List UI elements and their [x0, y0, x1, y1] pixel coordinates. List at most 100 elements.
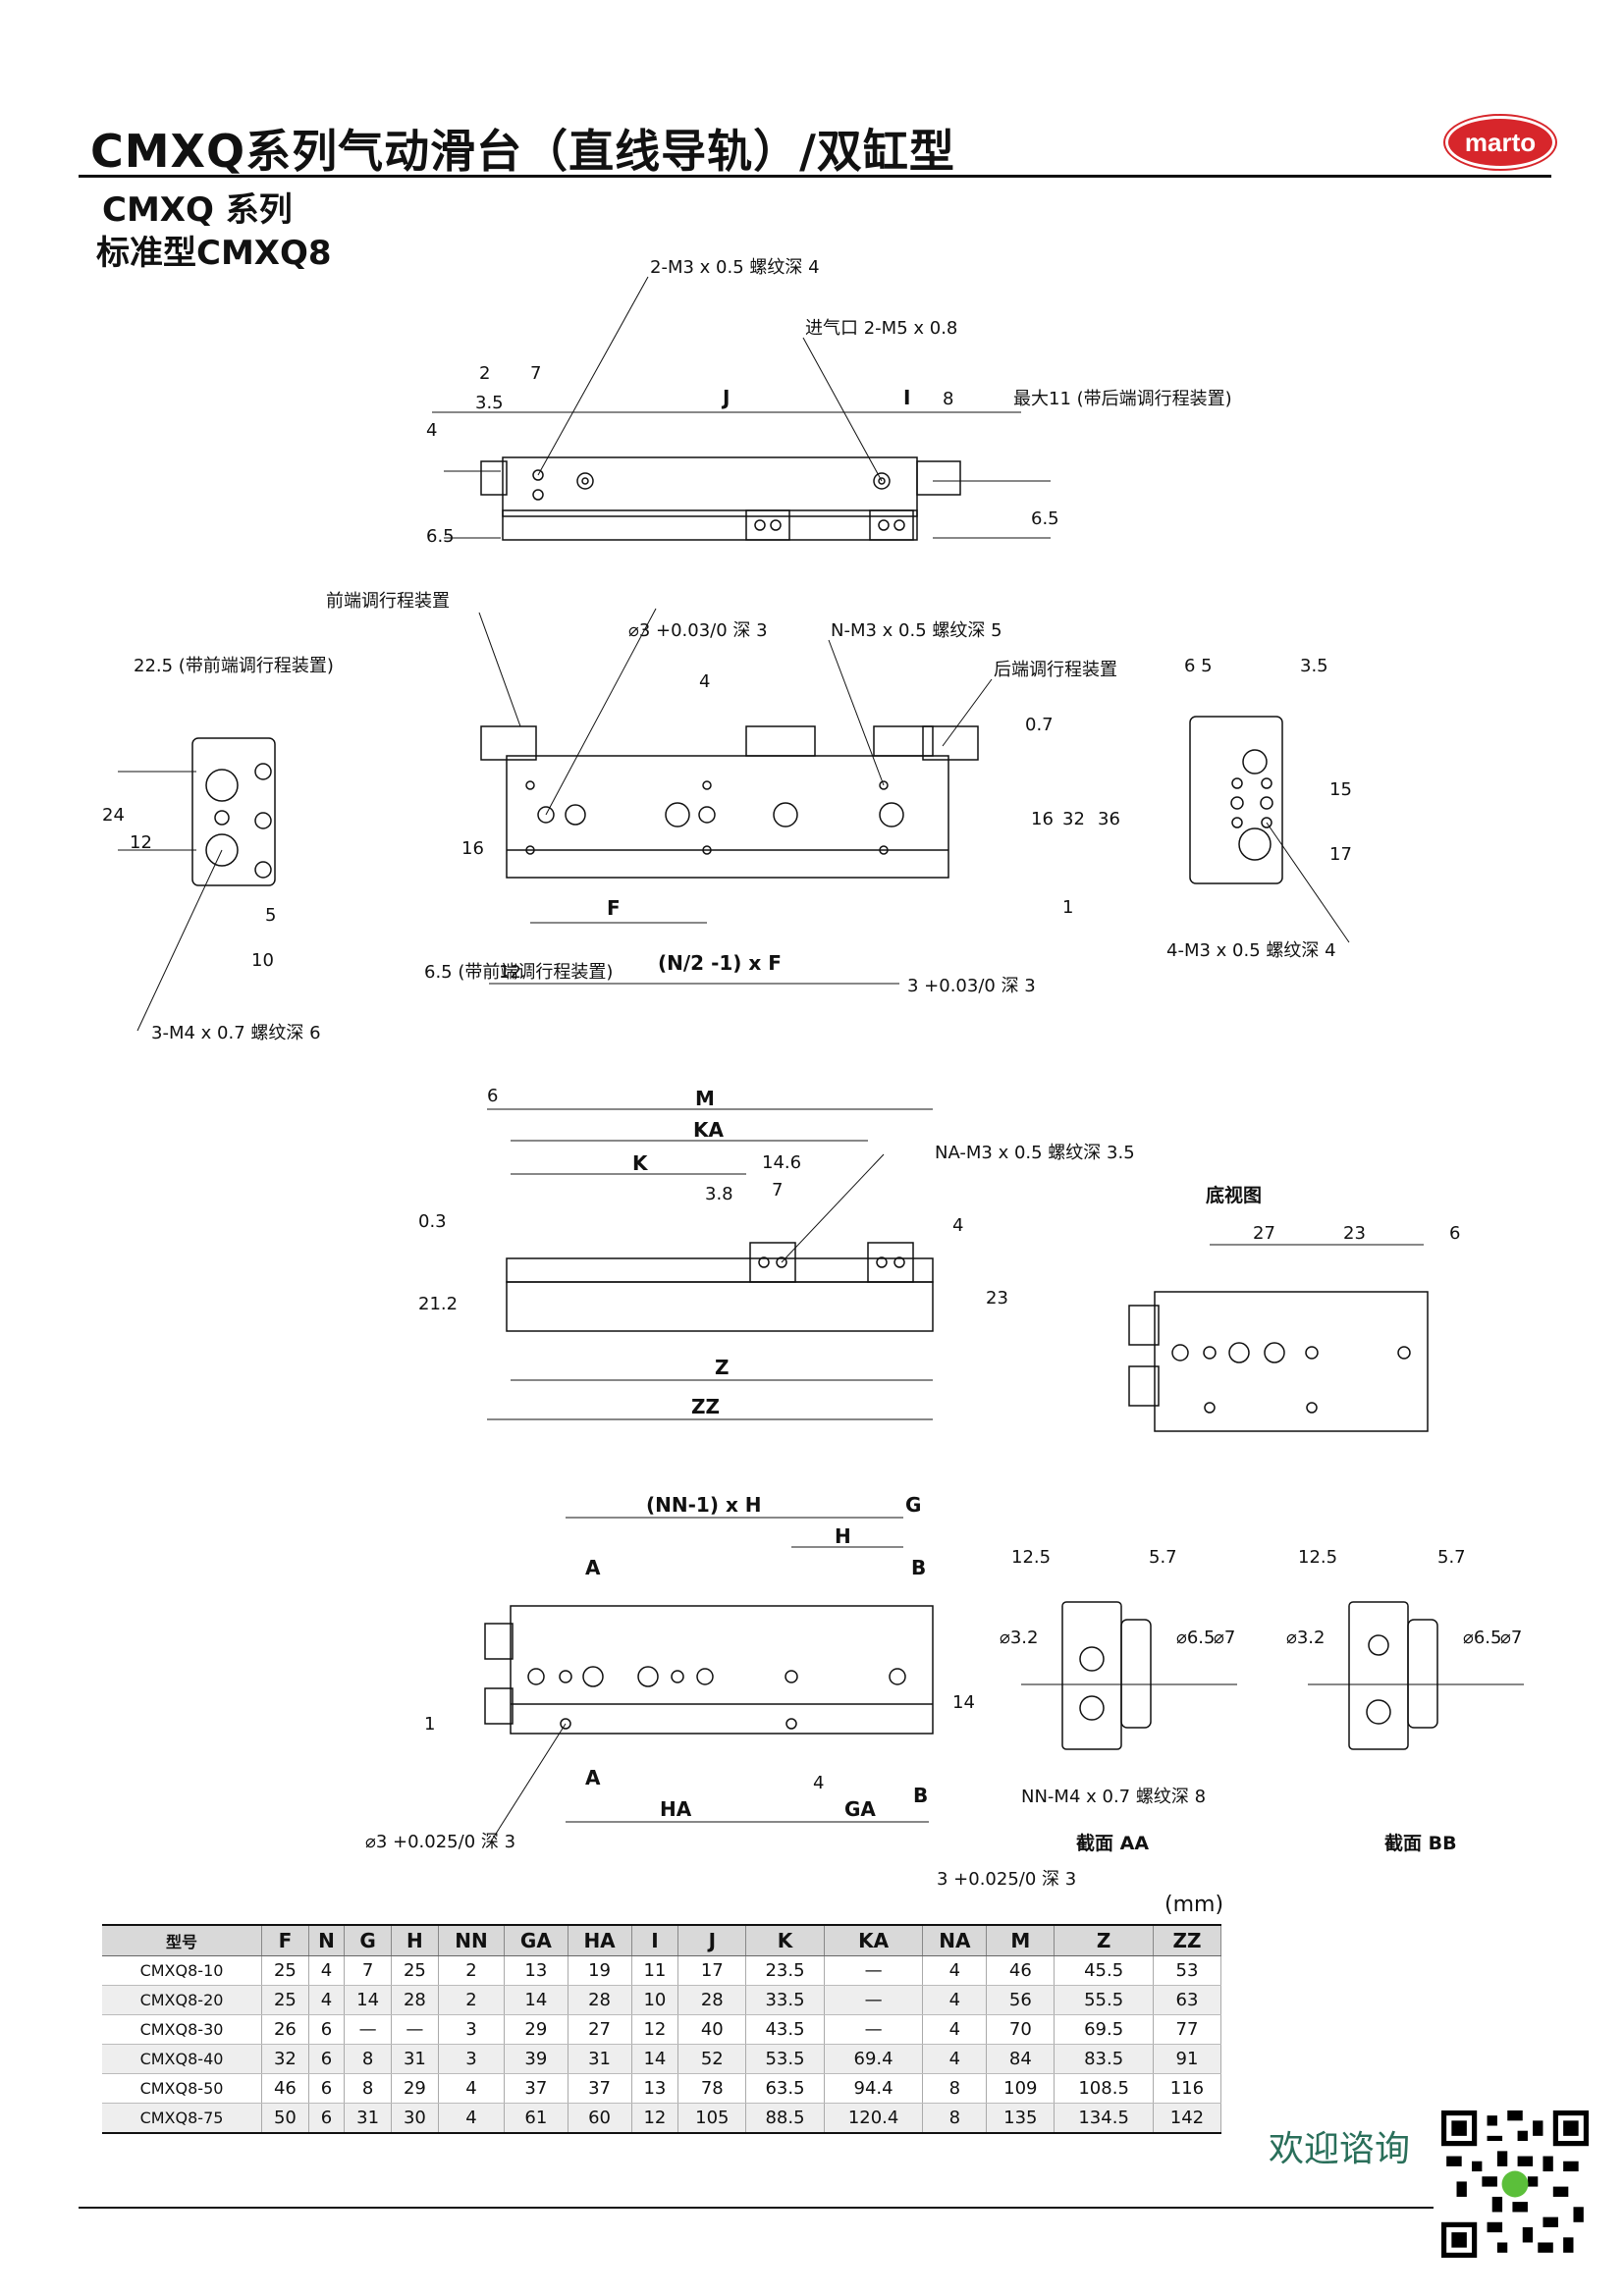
section-bb: 12.5 5.7 ⌀3.2 ⌀6.5 ⌀7 截面 BB: [1286, 1547, 1524, 1854]
table-cell: 25: [261, 1985, 309, 2015]
front-dim-36: 36: [1098, 809, 1120, 829]
table-cell: 105: [677, 2103, 747, 2134]
front-dim-F: F: [607, 896, 621, 920]
left-note-front-len: 22.5 (带前端调行程装置): [134, 656, 334, 676]
top-note-tap: 2-M3 x 0.5 螺纹深 4: [650, 257, 820, 278]
table-cell: 70: [986, 2014, 1056, 2045]
side-dim-7: 7: [772, 1180, 783, 1201]
table-header: J: [677, 1924, 747, 1956]
table-cell: 88.5: [745, 2103, 825, 2134]
table-header: ZZ: [1153, 1924, 1222, 1956]
table-cell: 8: [922, 2103, 988, 2134]
top-dim-3-5: 3.5: [475, 393, 504, 413]
bottom-caption: 底视图: [1206, 1184, 1262, 1206]
table-cell: 52: [677, 2044, 747, 2074]
table-cell: 26: [261, 2014, 309, 2045]
table-header: HA: [568, 1924, 632, 1956]
table-cell: 63: [1153, 1985, 1222, 2015]
left-dim-5: 5: [265, 905, 276, 926]
side-note-na: NA-M3 x 0.5 螺纹深 3.5: [935, 1143, 1135, 1163]
front-dim-32: 32: [1062, 809, 1085, 829]
table-header: NA: [922, 1924, 988, 1956]
brand-logo: marto: [1445, 116, 1555, 169]
table-cell: 6: [308, 2073, 346, 2104]
table-cell: 134.5: [1054, 2103, 1154, 2134]
aa-dim-5-7: 5.7: [1149, 1547, 1177, 1568]
lower-dim-1: 1: [424, 1714, 435, 1735]
table-cell: 4: [922, 2014, 988, 2045]
top-dim-6-5-right: 6.5: [1031, 508, 1059, 529]
table-header: F: [261, 1924, 309, 1956]
front-dim-16a: 16: [1031, 809, 1054, 829]
aa-note-nn: NN-M4 x 0.7 螺纹深 8: [1021, 1787, 1206, 1807]
spec-table: 型号 F N G H NN GA HA I J K KA NA M Z ZZ C…: [102, 1924, 1222, 2134]
table-cell: —: [824, 1955, 924, 1986]
series-name: CMXQ 系列: [102, 190, 293, 230]
page-title: CMXQ系列气动滑台（直线导轨）/双缸型: [90, 125, 955, 178]
bottom-view: 底视图 27 23 6: [1128, 1184, 1460, 1432]
table-header: K: [745, 1924, 825, 1956]
table-cell: 14: [504, 1985, 568, 2015]
table-cell: 3: [438, 2044, 506, 2074]
top-dim-4: 4: [426, 420, 437, 441]
table-cell: 31: [344, 2103, 393, 2134]
left-dim-12: 12: [130, 832, 152, 853]
model-cell: CMXQ8-10: [102, 1955, 262, 1986]
model-cell: CMXQ8-50: [102, 2073, 262, 2104]
table-cell: 91: [1153, 2044, 1222, 2074]
bb-dim-dia32: ⌀3.2: [1286, 1628, 1325, 1648]
bb-dim-12-5: 12.5: [1298, 1547, 1337, 1568]
table-cell: 6: [308, 2103, 346, 2134]
title-divider: [79, 175, 1551, 178]
bb-dim-5-7: 5.7: [1437, 1547, 1466, 1568]
bottom-dim-27: 27: [1253, 1223, 1275, 1244]
table-cell: 4: [922, 1985, 988, 2015]
table-cell: 6: [308, 2044, 346, 2074]
table-cell: 116: [1153, 2073, 1222, 2104]
front-dim-NF: (N/2 -1) x F: [658, 951, 782, 975]
front-note-depth3: 3 +0.03/0 深 3: [907, 976, 1036, 996]
bb-caption: 截面 BB: [1384, 1832, 1457, 1854]
front-note-front-adj: 前端调行程装置: [326, 591, 450, 612]
aa-caption: 截面 AA: [1076, 1832, 1149, 1854]
lower-dim-4: 4: [813, 1773, 824, 1793]
footer-divider: [79, 2207, 1434, 2209]
table-cell: 69.4: [824, 2044, 924, 2074]
lower-dim-NNH: (NN-1) x H: [646, 1493, 762, 1517]
front-dim-0-7: 0.7: [1025, 715, 1054, 735]
table-header: M: [986, 1924, 1056, 1956]
aa-dim-12-5: 12.5: [1011, 1547, 1051, 1568]
left-dim-24: 24: [102, 805, 125, 826]
table-cell: 45.5: [1054, 1955, 1154, 1986]
lower-dim-A-top: A: [585, 1556, 601, 1579]
table-cell: 4: [308, 1985, 346, 2015]
table-cell: 23.5: [745, 1955, 825, 1986]
table-cell: 8: [922, 2073, 988, 2104]
top-dim-7: 7: [530, 363, 541, 384]
side-dim-14-6: 14.6: [762, 1152, 801, 1173]
table-cell: 28: [391, 1985, 439, 2015]
table-cell: 78: [677, 2073, 747, 2104]
table-cell: 7: [344, 1955, 393, 1986]
left-dim-10: 10: [251, 950, 274, 971]
table-cell: 12: [631, 2014, 679, 2045]
table-header: 型号: [102, 1924, 262, 1956]
table-cell: —: [344, 2014, 393, 2045]
model-cell: CMXQ8-30: [102, 2014, 262, 2045]
table-cell: 14: [344, 1985, 393, 2015]
table-cell: 31: [568, 2044, 632, 2074]
lower-dim-B-top: B: [911, 1556, 926, 1579]
table-cell: 46: [261, 2073, 309, 2104]
side-dim-K: K: [632, 1151, 649, 1175]
table-cell: 4: [922, 2044, 988, 2074]
lower-view: (NN-1) x H G H A B A B 4 HA GA 14 1 ⌀3 +…: [365, 1493, 1076, 1890]
table-cell: 83.5: [1054, 2044, 1154, 2074]
table-cell: 37: [568, 2073, 632, 2104]
lower-dim-G: G: [905, 1493, 921, 1517]
front-note-rear-adj: 后端调行程装置: [994, 660, 1117, 680]
